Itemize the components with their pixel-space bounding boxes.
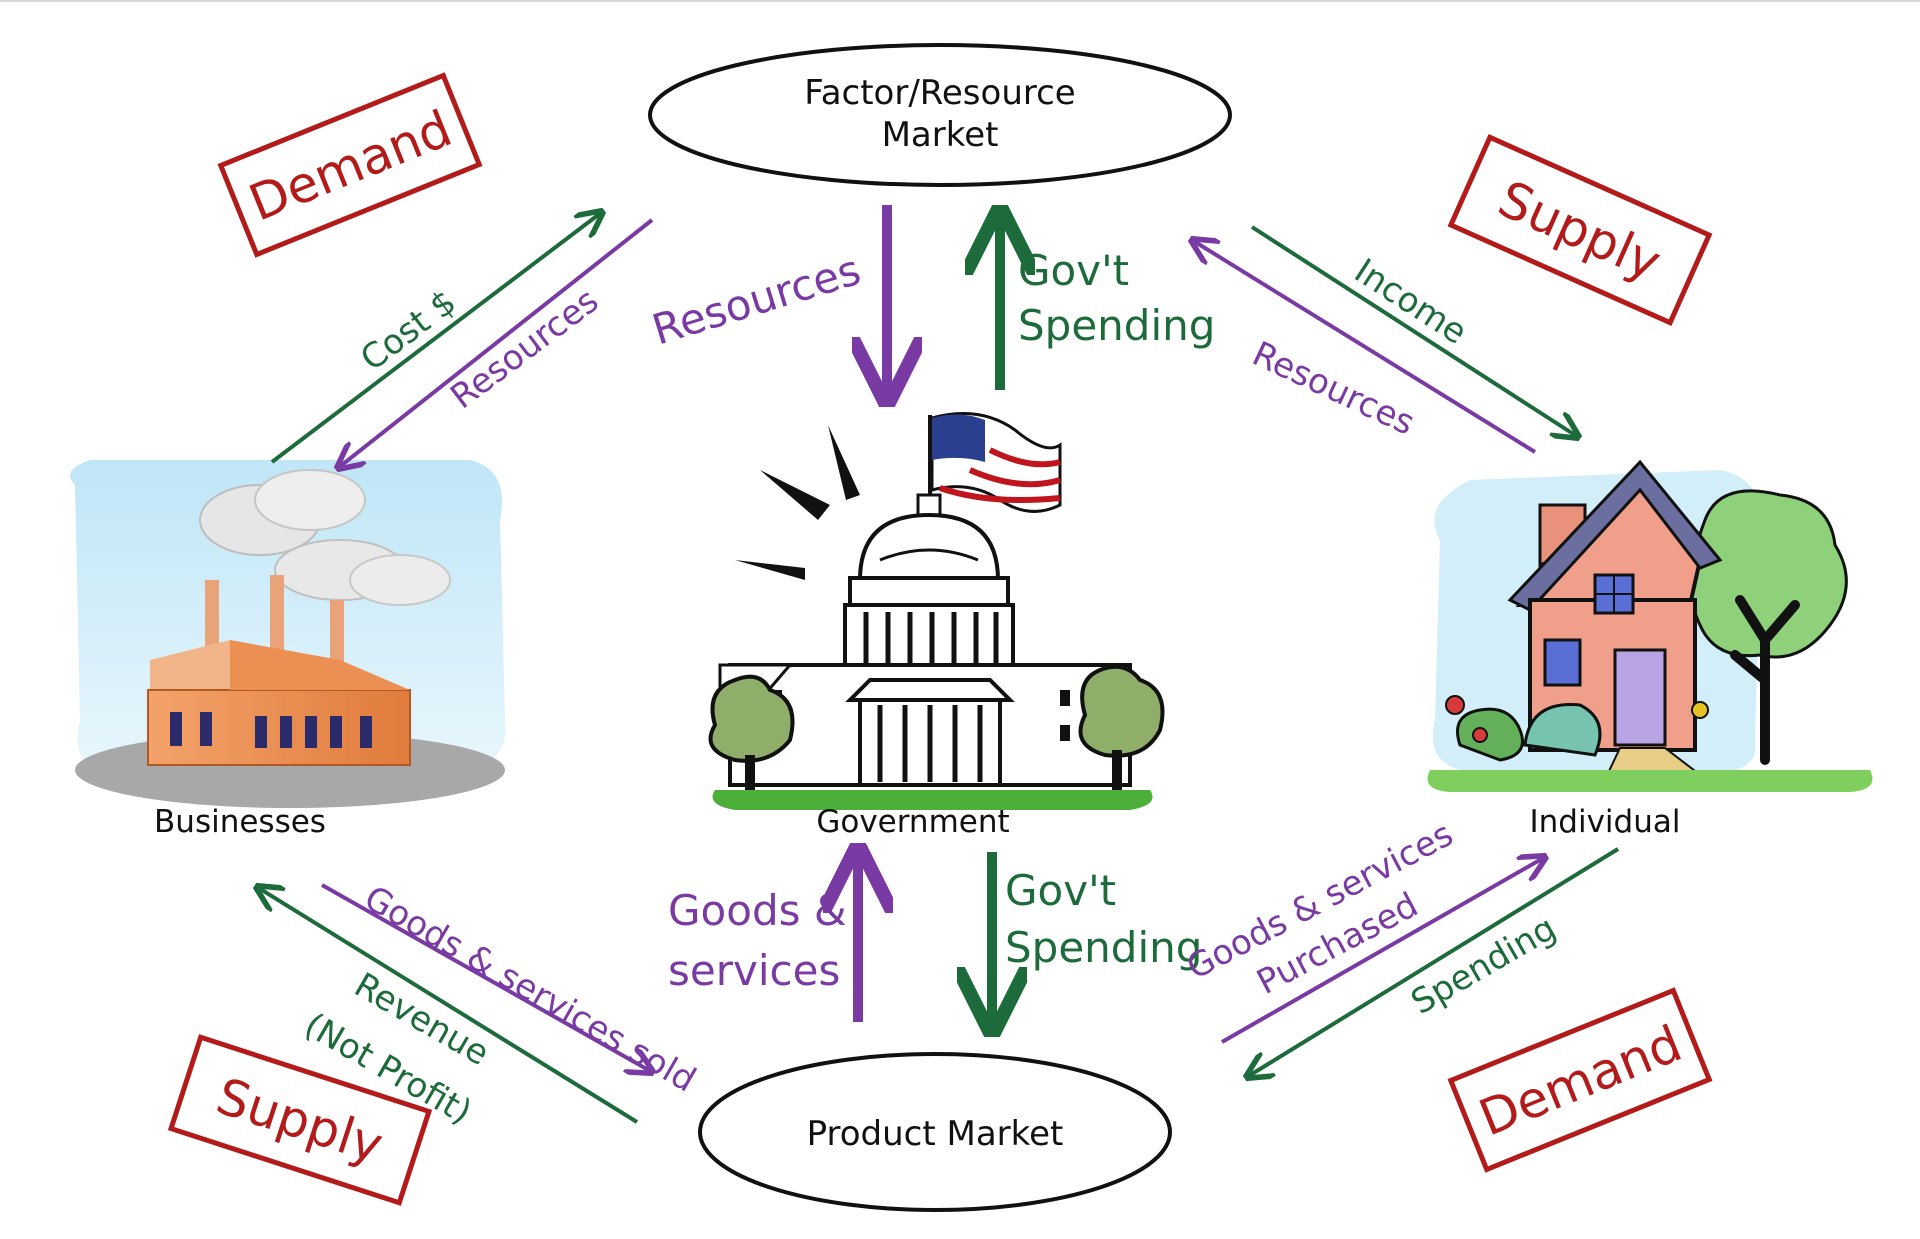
goods-sold-arrow xyxy=(321,883,652,1072)
govt-spending-bottom-line1: Gov't xyxy=(1005,866,1116,915)
house-icon xyxy=(1427,459,1873,792)
goods-purchased-arrow xyxy=(1221,857,1545,1044)
factory-icon xyxy=(70,460,506,808)
demand-stamp-bottom-right: Demand xyxy=(1447,987,1713,1173)
factor-market-label-line2: Market xyxy=(882,115,999,155)
resources-to-business-arrow xyxy=(338,218,654,468)
supply-stamp-top-right: Supply xyxy=(1447,134,1713,326)
product-market: Product Market xyxy=(698,1052,1172,1212)
govt-spending-bottom-line2: Spending xyxy=(1005,923,1202,972)
top-divider xyxy=(0,0,1920,2)
govt-spending-top-line1: Gov't xyxy=(1018,246,1129,295)
revenue-arrow xyxy=(257,887,639,1124)
individual-label: Individual xyxy=(1530,804,1681,840)
govt-spending-top-line2: Spending xyxy=(1018,301,1215,350)
resources-business-label: Resources xyxy=(443,281,606,417)
capitol-building-icon xyxy=(708,412,1165,810)
resources-from-individual-arrow xyxy=(1192,240,1537,454)
resources-center-label: Resources xyxy=(647,245,866,355)
factor-resource-market: Factor/Resource Market xyxy=(648,43,1232,187)
spending-arrow xyxy=(1247,847,1620,1077)
factor-market-label-line1: Factor/Resource xyxy=(804,73,1075,113)
goods-center-line1: Goods & xyxy=(668,886,847,935)
product-market-label: Product Market xyxy=(807,1114,1064,1154)
resources-individual-label: Resources xyxy=(1246,334,1420,444)
government-label: Government xyxy=(816,804,1009,840)
income-arrow xyxy=(1250,225,1578,437)
cost-arrow xyxy=(270,212,602,464)
demand-stamp-top-left: Demand xyxy=(217,72,483,258)
businesses-label: Businesses xyxy=(154,804,326,840)
goods-center-line2: services xyxy=(668,946,840,995)
